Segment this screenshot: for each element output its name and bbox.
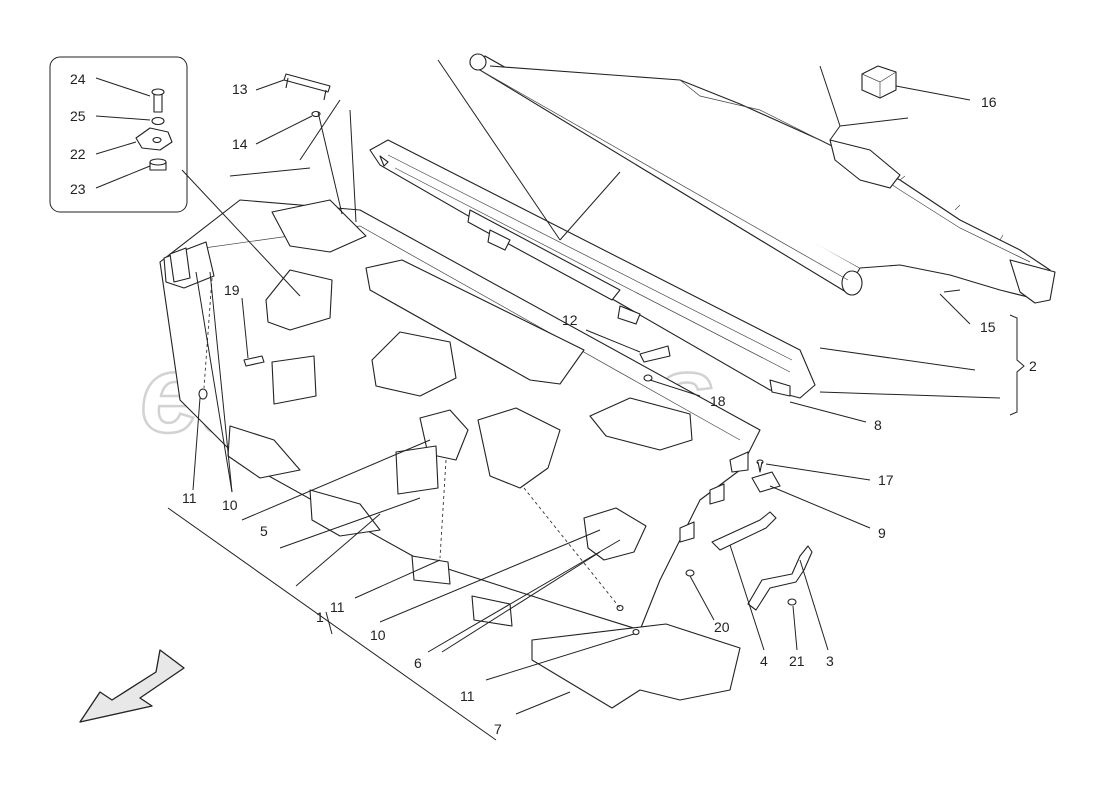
- callout-14: 14: [232, 136, 248, 152]
- rear-trim-panel-part: [159, 199, 761, 709]
- rear-parcel-shelf-part: [369, 139, 816, 399]
- fastener-detail-inset: [49, 56, 188, 213]
- callout-22: 22: [70, 146, 86, 162]
- callout-3: 3: [826, 653, 834, 669]
- callout-10-middle: 10: [370, 627, 386, 643]
- callout-15: 15: [980, 319, 996, 335]
- callout-labels: 24 25 22 23 13 14 16 19 12 18 15 2 8 17 …: [70, 71, 1037, 737]
- callout-17: 17: [878, 472, 894, 488]
- callout-18: 18: [710, 393, 726, 409]
- blind-motor-part: [861, 65, 897, 99]
- hidden-lines: [203, 277, 621, 609]
- callout-21: 21: [789, 653, 805, 669]
- callout-2: 2: [1029, 358, 1037, 374]
- callout-25: 25: [70, 108, 86, 124]
- callout-5: 5: [260, 523, 268, 539]
- callout-23: 23: [70, 181, 86, 197]
- leader-lines: [95, 59, 1025, 741]
- callout-4: 4: [760, 653, 768, 669]
- callout-11-left: 11: [182, 490, 197, 506]
- callout-13: 13: [232, 81, 248, 97]
- callout-19: 19: [224, 282, 240, 298]
- callout-24: 24: [70, 71, 86, 87]
- callout-16: 16: [981, 94, 997, 110]
- small-fasteners: [198, 345, 671, 636]
- callout-10-left: 10: [222, 497, 238, 513]
- callout-9: 9: [878, 525, 886, 541]
- callout-11-middle: 11: [330, 599, 345, 615]
- callout-20: 20: [714, 619, 730, 635]
- callout-1: 1: [316, 609, 324, 625]
- callout-11-bottom: 11: [460, 688, 475, 704]
- callout-7: 7: [494, 721, 502, 737]
- callout-6: 6: [414, 655, 422, 671]
- front-direction-arrow-icon: [79, 649, 185, 723]
- callout-12: 12: [562, 312, 578, 328]
- callout-8: 8: [874, 417, 882, 433]
- roller-blind-assembly: [469, 53, 1056, 304]
- grab-handle-part: [283, 73, 331, 118]
